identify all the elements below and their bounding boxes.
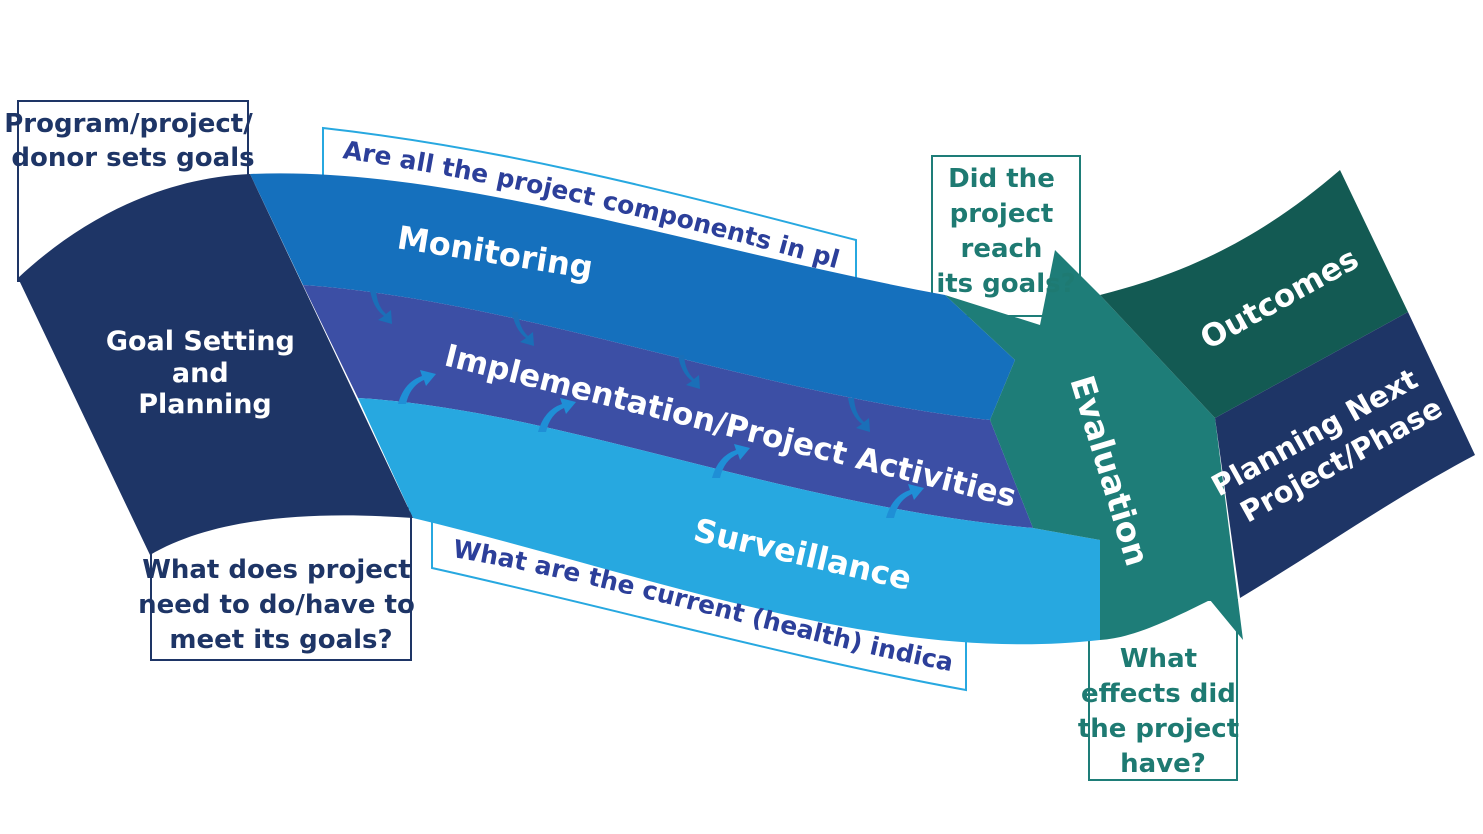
- effects-question-text: What effects did the project have?: [1078, 644, 1248, 779]
- outcomes-block: [1100, 170, 1408, 418]
- effects-question-box: [1088, 599, 1238, 781]
- evaluation-block: [945, 250, 1243, 640]
- curved-up-arrow-icon: [886, 484, 924, 518]
- curved-down-arrow-icon: [370, 290, 392, 324]
- goal-setting-label: Goal Setting and Planning: [106, 326, 304, 420]
- curved-down-arrow-icon: [512, 312, 534, 346]
- reach-question-text: Did the project reach its goals?: [936, 164, 1075, 299]
- curved-up-arrow-icon: [712, 444, 750, 478]
- planning-next-block: [1215, 312, 1475, 598]
- goal-setting-block: [18, 174, 413, 555]
- monitoring-band: [250, 173, 1015, 420]
- surveillance-band: [358, 398, 1100, 645]
- curved-up-arrow-icon: [398, 370, 436, 404]
- implementation-band: [303, 285, 1033, 528]
- curved-down-arrow-icon: [848, 398, 870, 432]
- curved-up-arrow-icon: [538, 398, 576, 432]
- goals-question-text: Program/project/ donor sets goals: [4, 109, 262, 173]
- curved-down-arrow-icon: [678, 355, 700, 389]
- needs-question-text: What does project need to do/have to mee…: [138, 555, 424, 655]
